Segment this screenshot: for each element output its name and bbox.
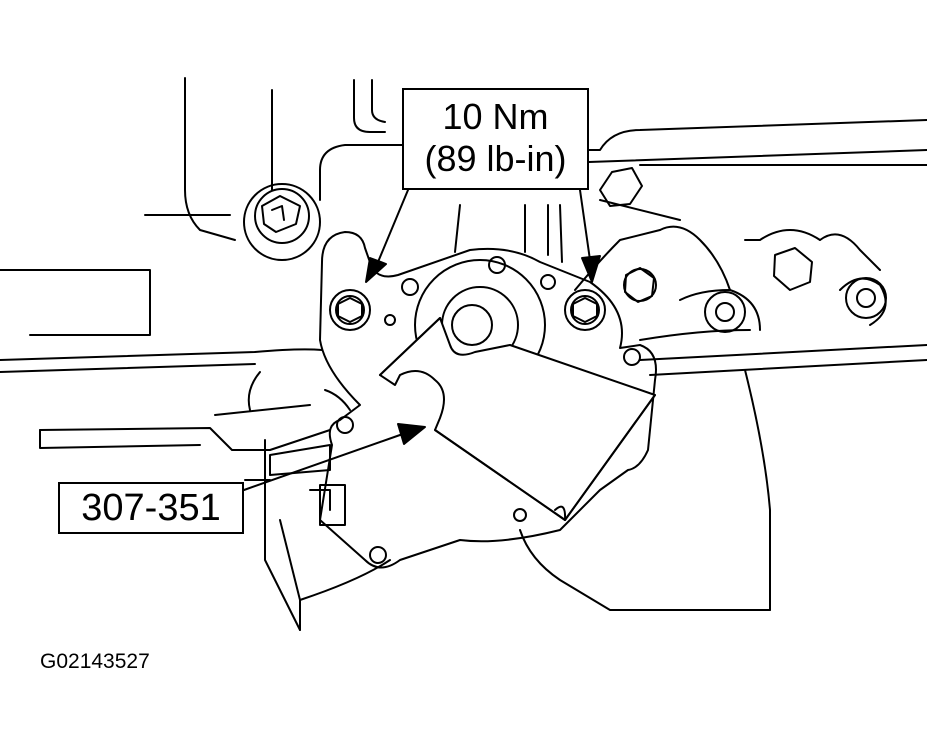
right-bolt-5 xyxy=(845,277,887,319)
tool-number: 307-351 xyxy=(81,487,221,529)
right-bolt-4 xyxy=(773,247,813,291)
transmission-case-outline xyxy=(0,77,927,631)
plate-hole xyxy=(336,416,354,434)
torque-imperial: (89 lb-in) xyxy=(424,138,567,179)
case-bolts xyxy=(243,167,887,333)
plate-hole xyxy=(513,508,527,522)
right-bolt-1 xyxy=(599,167,643,207)
plate-hole xyxy=(540,274,556,290)
upper-left-bolt xyxy=(243,183,321,261)
right-bolt-2 xyxy=(623,267,657,303)
leader-arrows xyxy=(243,189,601,491)
alignment-tool xyxy=(379,317,656,521)
tool-number-callout: 307-351 xyxy=(58,482,244,534)
plate-hole xyxy=(369,546,387,564)
torque-spec-callout: 10 Nm (89 lb-in) xyxy=(402,88,589,190)
right-bolt-3 xyxy=(704,291,746,333)
torque-arrow-right xyxy=(579,189,591,261)
right-mounting-bolt xyxy=(564,289,606,331)
plate-hole xyxy=(384,314,396,326)
tool-arrow xyxy=(243,434,401,491)
torque-arrow-left xyxy=(377,189,409,263)
left-mounting-bolt xyxy=(329,289,371,331)
figure-id: G02143527 xyxy=(40,650,150,673)
plate-hole xyxy=(401,278,419,296)
plate-hole xyxy=(623,348,641,366)
torque-metric: 10 Nm xyxy=(442,96,549,137)
